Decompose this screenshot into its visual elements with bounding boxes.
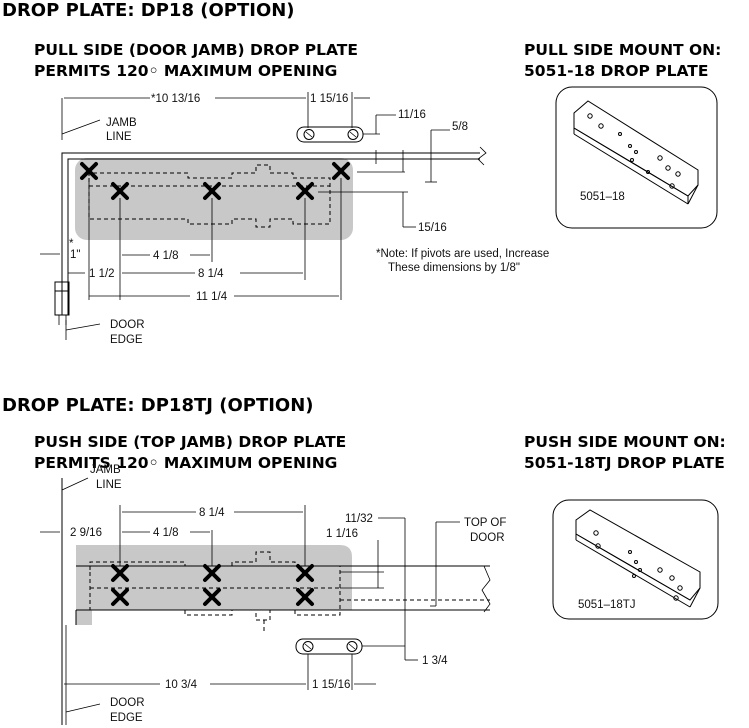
svg-text:8 1/4: 8 1/4: [199, 507, 225, 519]
bottom-top-of-door-label-1: TOP OF: [464, 517, 506, 529]
svg-text:8 1/4: 8 1/4: [198, 268, 224, 280]
top-dimensions: *10 13/16 1 15/16 11/16 5/8 15/16 JAMB L…: [40, 92, 549, 303]
top-dim-10-13-16: *10 13/16: [151, 93, 200, 105]
top-subheading-1: PULL SIDE (DOOR JAMB) DROP PLATE: [34, 41, 358, 59]
svg-text:11/16: 11/16: [398, 109, 426, 121]
top-hole-5: [332, 162, 350, 180]
top-heading: DROP PLATE: DP18 (OPTION): [2, 0, 295, 21]
svg-text:4 1/8: 4 1/8: [153, 250, 179, 262]
bottom-part-number: 5051–18TJ: [578, 599, 636, 611]
svg-text:1 15/16: 1 15/16: [312, 679, 350, 691]
top-hole-3: [203, 182, 221, 200]
top-part-number: 5051–18: [580, 191, 625, 203]
bottom-dimensions: JAMB LINE 8 1/4 2 9/16 4 1/8 11/32 1 1/1…: [40, 464, 506, 725]
top-mount-title-2: 5051-18 DROP PLATE: [524, 62, 708, 80]
bottom-hole-5: [296, 564, 314, 582]
top-dim-1-15-16: 1 15/16: [310, 93, 348, 105]
top-jamb-label-1: JAMB: [106, 117, 137, 129]
top-hole-1: [80, 162, 98, 180]
bottom-subheading-1: PUSH SIDE (TOP JAMB) DROP PLATE: [34, 433, 346, 451]
bottom-closer-outline: [89, 551, 341, 634]
svg-text:4 1/8: 4 1/8: [153, 527, 179, 539]
svg-text:1": 1": [70, 249, 80, 261]
top-subheading-2: PERMITS 120◦ MAXIMUM OPENING: [34, 62, 337, 80]
svg-text:*: *: [69, 238, 74, 250]
top-jamb-label-2: LINE: [106, 131, 132, 143]
bottom-hole-3: [203, 564, 221, 582]
bottom-hole-1: [111, 564, 129, 582]
bottom-slot-bracket: [295, 638, 363, 655]
top-door-edge-label-2: EDGE: [110, 334, 143, 346]
top-jamb-line: [61, 152, 480, 315]
svg-text:1 1/16: 1 1/16: [326, 528, 358, 540]
top-hole-4: [296, 182, 314, 200]
bottom-door-edge-label-2: EDGE: [110, 712, 143, 724]
bottom-mount-title-1: PUSH SIDE MOUNT ON:: [524, 433, 726, 451]
top-mount-title-1: PULL SIDE MOUNT ON:: [524, 41, 721, 59]
bottom-jamb-label-2: LINE: [96, 479, 122, 491]
svg-text:1 1/2: 1 1/2: [89, 268, 115, 280]
top-plate-picture: 5051–18: [555, 86, 718, 229]
bottom-hole-6: [296, 588, 314, 606]
top-slot-bracket: [296, 126, 364, 143]
bottom-hole-2: [111, 588, 129, 606]
top-door-hinge: DOOR EDGE: [54, 281, 145, 346]
bottom-mount-title-2: 5051-18TJ DROP PLATE: [524, 454, 725, 472]
bottom-heading: DROP PLATE: DP18TJ (OPTION): [2, 395, 314, 416]
bottom-top-of-door-label-2: DOOR: [470, 532, 505, 544]
top-hole-2: [111, 182, 129, 200]
svg-text:11 1/4: 11 1/4: [196, 291, 228, 303]
bottom-subheading-2: PERMITS 120◦ MAXIMUM OPENING: [34, 454, 337, 472]
top-door-edge-label-1: DOOR: [110, 319, 145, 331]
svg-text:15/16: 15/16: [418, 222, 447, 234]
bottom-mounting-holes: [111, 564, 314, 606]
svg-text:11/32: 11/32: [345, 513, 373, 525]
bottom-jamb-label-1: JAMB: [90, 464, 121, 476]
svg-text:10 3/4: 10 3/4: [165, 679, 198, 691]
svg-text:5/8: 5/8: [452, 121, 468, 133]
top-note-line-2: These dimensions by 1/8": [388, 262, 520, 274]
bottom-door-edge-label-1: DOOR: [110, 697, 145, 709]
top-note-line-1: *Note: If pivots are used, Increase: [376, 248, 549, 260]
svg-text:1 3/4: 1 3/4: [422, 655, 448, 667]
bottom-plate-picture: 5051–18TJ: [552, 499, 719, 620]
bottom-hole-4: [203, 588, 221, 606]
bottom-drop-plate: [76, 545, 352, 625]
svg-text:2 9/16: 2 9/16: [70, 527, 102, 539]
top-mounting-holes: [80, 162, 350, 200]
